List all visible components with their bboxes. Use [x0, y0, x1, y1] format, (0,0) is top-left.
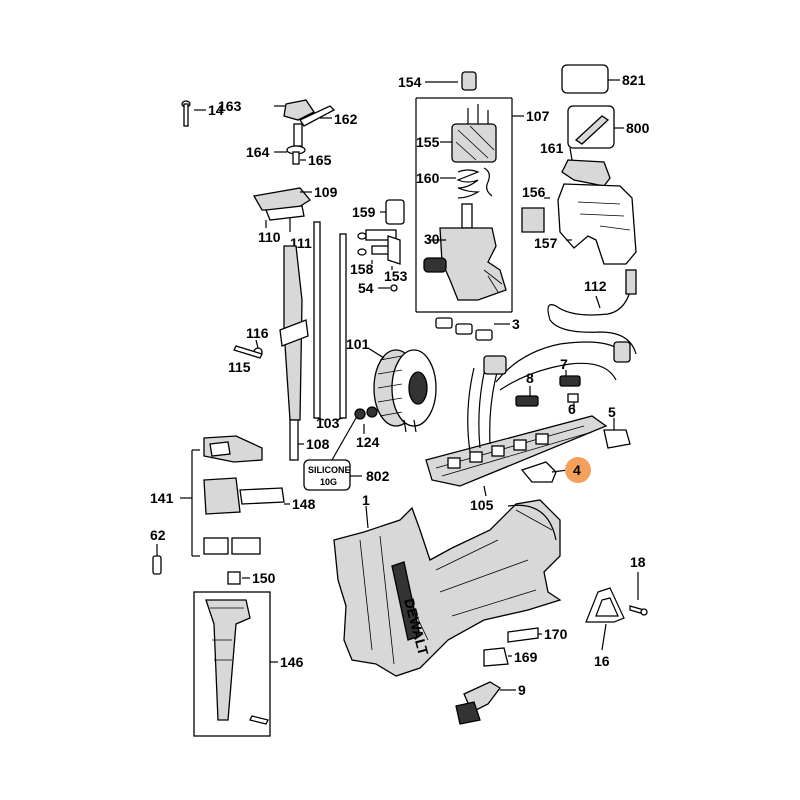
label-54: 54	[358, 280, 374, 296]
label-9: 9	[518, 682, 526, 698]
part-8-switch	[515, 386, 539, 407]
label-141: 141	[150, 490, 174, 506]
label-110: 110	[258, 229, 281, 245]
label-14: 14	[208, 102, 224, 118]
label-30: 30	[424, 231, 440, 247]
part-103-rods	[313, 221, 347, 421]
label-157: 157	[534, 235, 558, 251]
label-162: 162	[334, 111, 358, 127]
part-800-probe	[567, 105, 624, 149]
part-158-153-screws	[357, 229, 401, 270]
label-802: 802	[366, 468, 390, 484]
label-146: 146	[280, 654, 304, 670]
label-3: 3	[512, 316, 520, 332]
part-3-terminals	[435, 317, 510, 341]
label-161: 161	[540, 140, 564, 156]
part-124-washers	[354, 406, 378, 434]
label-170: 170	[544, 626, 568, 642]
label-124: 124	[356, 434, 380, 450]
part-159-cover	[380, 199, 405, 225]
part-161-156-157-housing	[521, 147, 637, 265]
part-4-bracket	[520, 461, 569, 483]
part-54-nut	[378, 284, 398, 292]
label-16: 16	[594, 653, 610, 669]
part-141-bracket-group	[180, 435, 290, 557]
label-6: 6	[568, 401, 576, 417]
part-1-main-housing	[333, 499, 562, 677]
label-150: 150	[252, 570, 276, 586]
part-821-label-sticker	[561, 64, 620, 94]
part-162-163-bracket	[274, 99, 336, 147]
label-169: 169	[514, 649, 538, 665]
label-800: 800	[626, 120, 650, 136]
part-109-clamp	[252, 187, 312, 232]
part-115-116-pin	[233, 339, 263, 359]
part-154-cap	[425, 71, 477, 91]
silicone-label-line1: SILICONE	[308, 465, 351, 475]
label-101: 101	[346, 336, 370, 352]
label-116: 116	[246, 325, 269, 341]
label-115: 115	[228, 359, 251, 375]
label-158: 158	[350, 261, 374, 277]
label-154: 154	[398, 74, 422, 90]
label-159: 159	[352, 204, 376, 220]
part-107-trigger-assembly-box	[415, 97, 524, 313]
part-146-box	[193, 591, 278, 737]
part-170-pad	[507, 627, 542, 643]
part-164-165-fastener	[274, 145, 306, 165]
part-16-belt-hook	[585, 587, 625, 651]
label-156: 156	[522, 184, 546, 200]
label-103: 103	[316, 415, 340, 431]
part-112-wire-harness	[547, 269, 637, 355]
label-163: 163	[218, 98, 242, 114]
part-14-pin	[181, 100, 206, 127]
highlight-marker	[565, 457, 591, 483]
label-112: 112	[584, 278, 607, 294]
label-160: 160	[416, 170, 440, 186]
silicone-label-line2: 10G	[320, 477, 337, 487]
part-169-pad	[483, 647, 512, 667]
label-105: 105	[470, 497, 494, 513]
label-4: 4	[573, 462, 581, 478]
part-magazine-rail	[279, 245, 309, 461]
label-109: 109	[314, 184, 338, 200]
label-165: 165	[308, 152, 332, 168]
label-164: 164	[246, 144, 270, 160]
label-155: 155	[416, 134, 440, 150]
label-107: 107	[526, 108, 550, 124]
label-7: 7	[560, 356, 568, 372]
part-105-control-board	[425, 341, 631, 497]
label-5: 5	[608, 404, 616, 420]
label-8: 8	[526, 370, 534, 386]
part-5-clip	[603, 418, 631, 449]
part-9-trigger	[455, 681, 516, 725]
label-62: 62	[150, 527, 166, 543]
label-1: 1	[362, 492, 370, 508]
part-101-motor	[367, 347, 437, 433]
part-150-pad	[227, 571, 250, 585]
leader-802	[331, 417, 357, 461]
part-802-silicone-box	[303, 459, 362, 491]
label-148: 148	[292, 496, 316, 512]
label-108: 108	[306, 436, 330, 452]
label-18: 18	[630, 554, 646, 570]
part-18-screw	[629, 572, 648, 616]
part-7-switch	[559, 370, 581, 387]
part-6-contact	[567, 393, 579, 408]
label-821: 821	[622, 72, 646, 88]
label-153: 153	[384, 268, 408, 284]
part-62-screw	[152, 544, 162, 575]
